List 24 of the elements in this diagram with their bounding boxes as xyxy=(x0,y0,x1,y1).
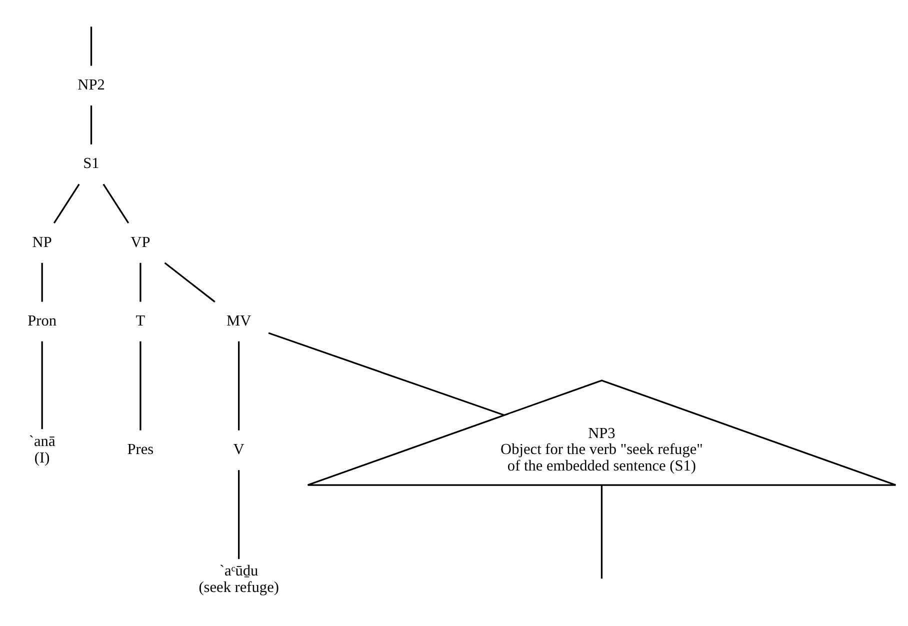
connector xyxy=(238,341,240,430)
connector xyxy=(90,106,92,144)
node-text: S1 xyxy=(83,155,100,172)
node-text: T xyxy=(136,312,146,330)
connector xyxy=(268,332,504,416)
node-text: VP xyxy=(130,234,150,251)
node-text: Pron xyxy=(28,312,57,330)
connector xyxy=(164,262,216,302)
node-text: Pres xyxy=(127,441,154,458)
connector xyxy=(140,262,142,302)
node-text: `anā (I) xyxy=(28,433,56,466)
connector xyxy=(53,184,80,224)
node-text: NP xyxy=(32,234,52,251)
node-text: V xyxy=(233,441,244,458)
connector xyxy=(238,470,240,560)
connector xyxy=(140,341,142,430)
node-text: `aᶜūḏu (seek refuge) xyxy=(198,562,279,596)
connector xyxy=(41,262,43,302)
connector xyxy=(90,26,92,66)
connector xyxy=(41,341,43,430)
connector xyxy=(600,485,603,579)
node-text: NP2 xyxy=(78,76,105,94)
connector xyxy=(102,184,130,224)
node-text: MV xyxy=(226,312,252,330)
